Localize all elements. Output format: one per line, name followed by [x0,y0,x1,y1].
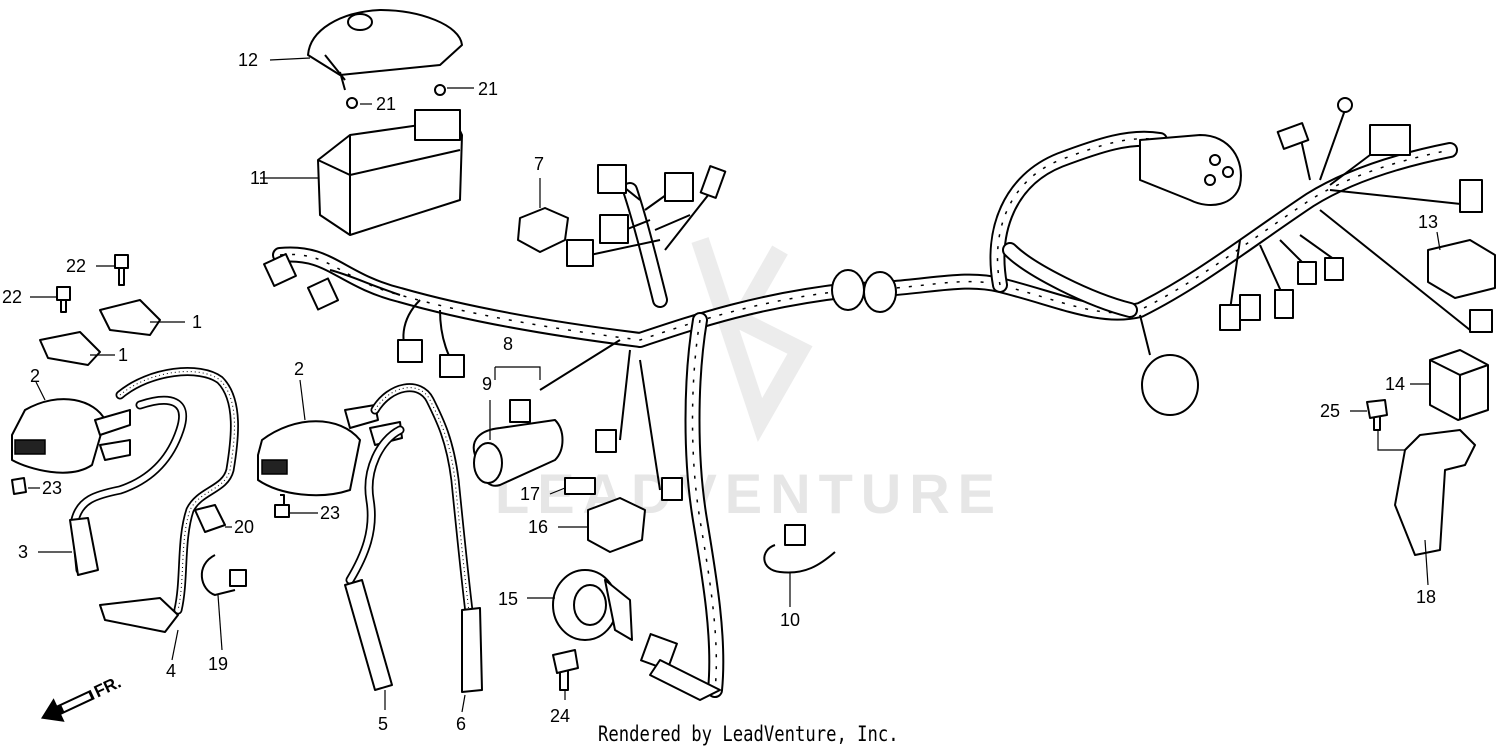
callout-5: 5 [378,714,388,734]
callout-12: 12 [238,50,258,70]
relay-14 [1429,349,1489,421]
callout-22a: 22 [66,256,86,276]
band-10 [763,524,836,574]
callout-labels: 12 21 21 11 7 22 22 1 1 2 2 8 9 23 23 17… [2,50,1438,734]
rendered-by-credit: Rendered by LeadVenture, Inc. [598,722,899,746]
callout-15: 15 [498,589,518,609]
connector-8 [494,366,541,380]
bracket-18 [1394,429,1476,556]
callout-23b: 23 [320,503,340,523]
callout-2a: 2 [30,366,40,386]
main-wire-harness [263,97,1493,701]
callout-18: 18 [1416,587,1436,607]
fuse-box-cover [307,9,463,91]
relay-7 [517,207,569,253]
bolt-25 [1366,399,1388,431]
spark-plug-cable-left [69,367,239,633]
coil-bracket-1 [39,299,161,366]
callout-16: 16 [528,517,548,537]
bolt-23-center [274,494,290,518]
screw-21 [346,84,446,109]
bolt-23-left [11,477,27,495]
callout-21b: 21 [478,79,498,99]
ignition-coil-left [11,398,131,474]
callout-7: 7 [534,154,544,174]
callout-13: 13 [1418,212,1438,232]
callout-21a: 21 [376,94,396,114]
callout-2b: 2 [294,359,304,379]
callout-11: 11 [250,168,269,188]
noise-suppressor-20 [194,504,226,533]
horn-15 [552,569,633,641]
callout-20: 20 [234,517,254,537]
callout-24: 24 [550,706,570,726]
callout-10: 10 [780,610,800,630]
leader-lines [28,57,1441,713]
callout-1a: 1 [192,312,202,332]
callout-22b: 22 [2,287,22,307]
callout-1b: 1 [118,345,128,365]
callout-9: 9 [482,374,492,394]
callout-25: 25 [1320,401,1340,421]
watermark: LEADVENTURE [495,237,995,525]
callout-19: 19 [208,654,228,674]
clamp-19 [200,554,247,597]
bolt-22 [56,254,129,313]
callout-23a: 23 [42,478,62,498]
callout-14: 14 [1385,374,1405,394]
callout-17: 17 [520,484,540,504]
connector-17 [564,477,596,495]
spark-plug-cable-center [344,383,483,693]
ignition-coil-center [257,404,403,497]
callout-3: 3 [18,542,28,562]
callout-4: 4 [166,661,176,681]
callout-6: 6 [456,714,466,734]
fuse-box [317,109,463,236]
boot-9 [472,419,564,487]
fr-label: FR. [91,673,124,702]
callout-8: 8 [503,334,513,354]
bolt-24 [552,649,579,691]
relay-16 [587,497,646,553]
front-direction-arrow: FR. [40,673,124,722]
unit-13 [1427,239,1496,299]
